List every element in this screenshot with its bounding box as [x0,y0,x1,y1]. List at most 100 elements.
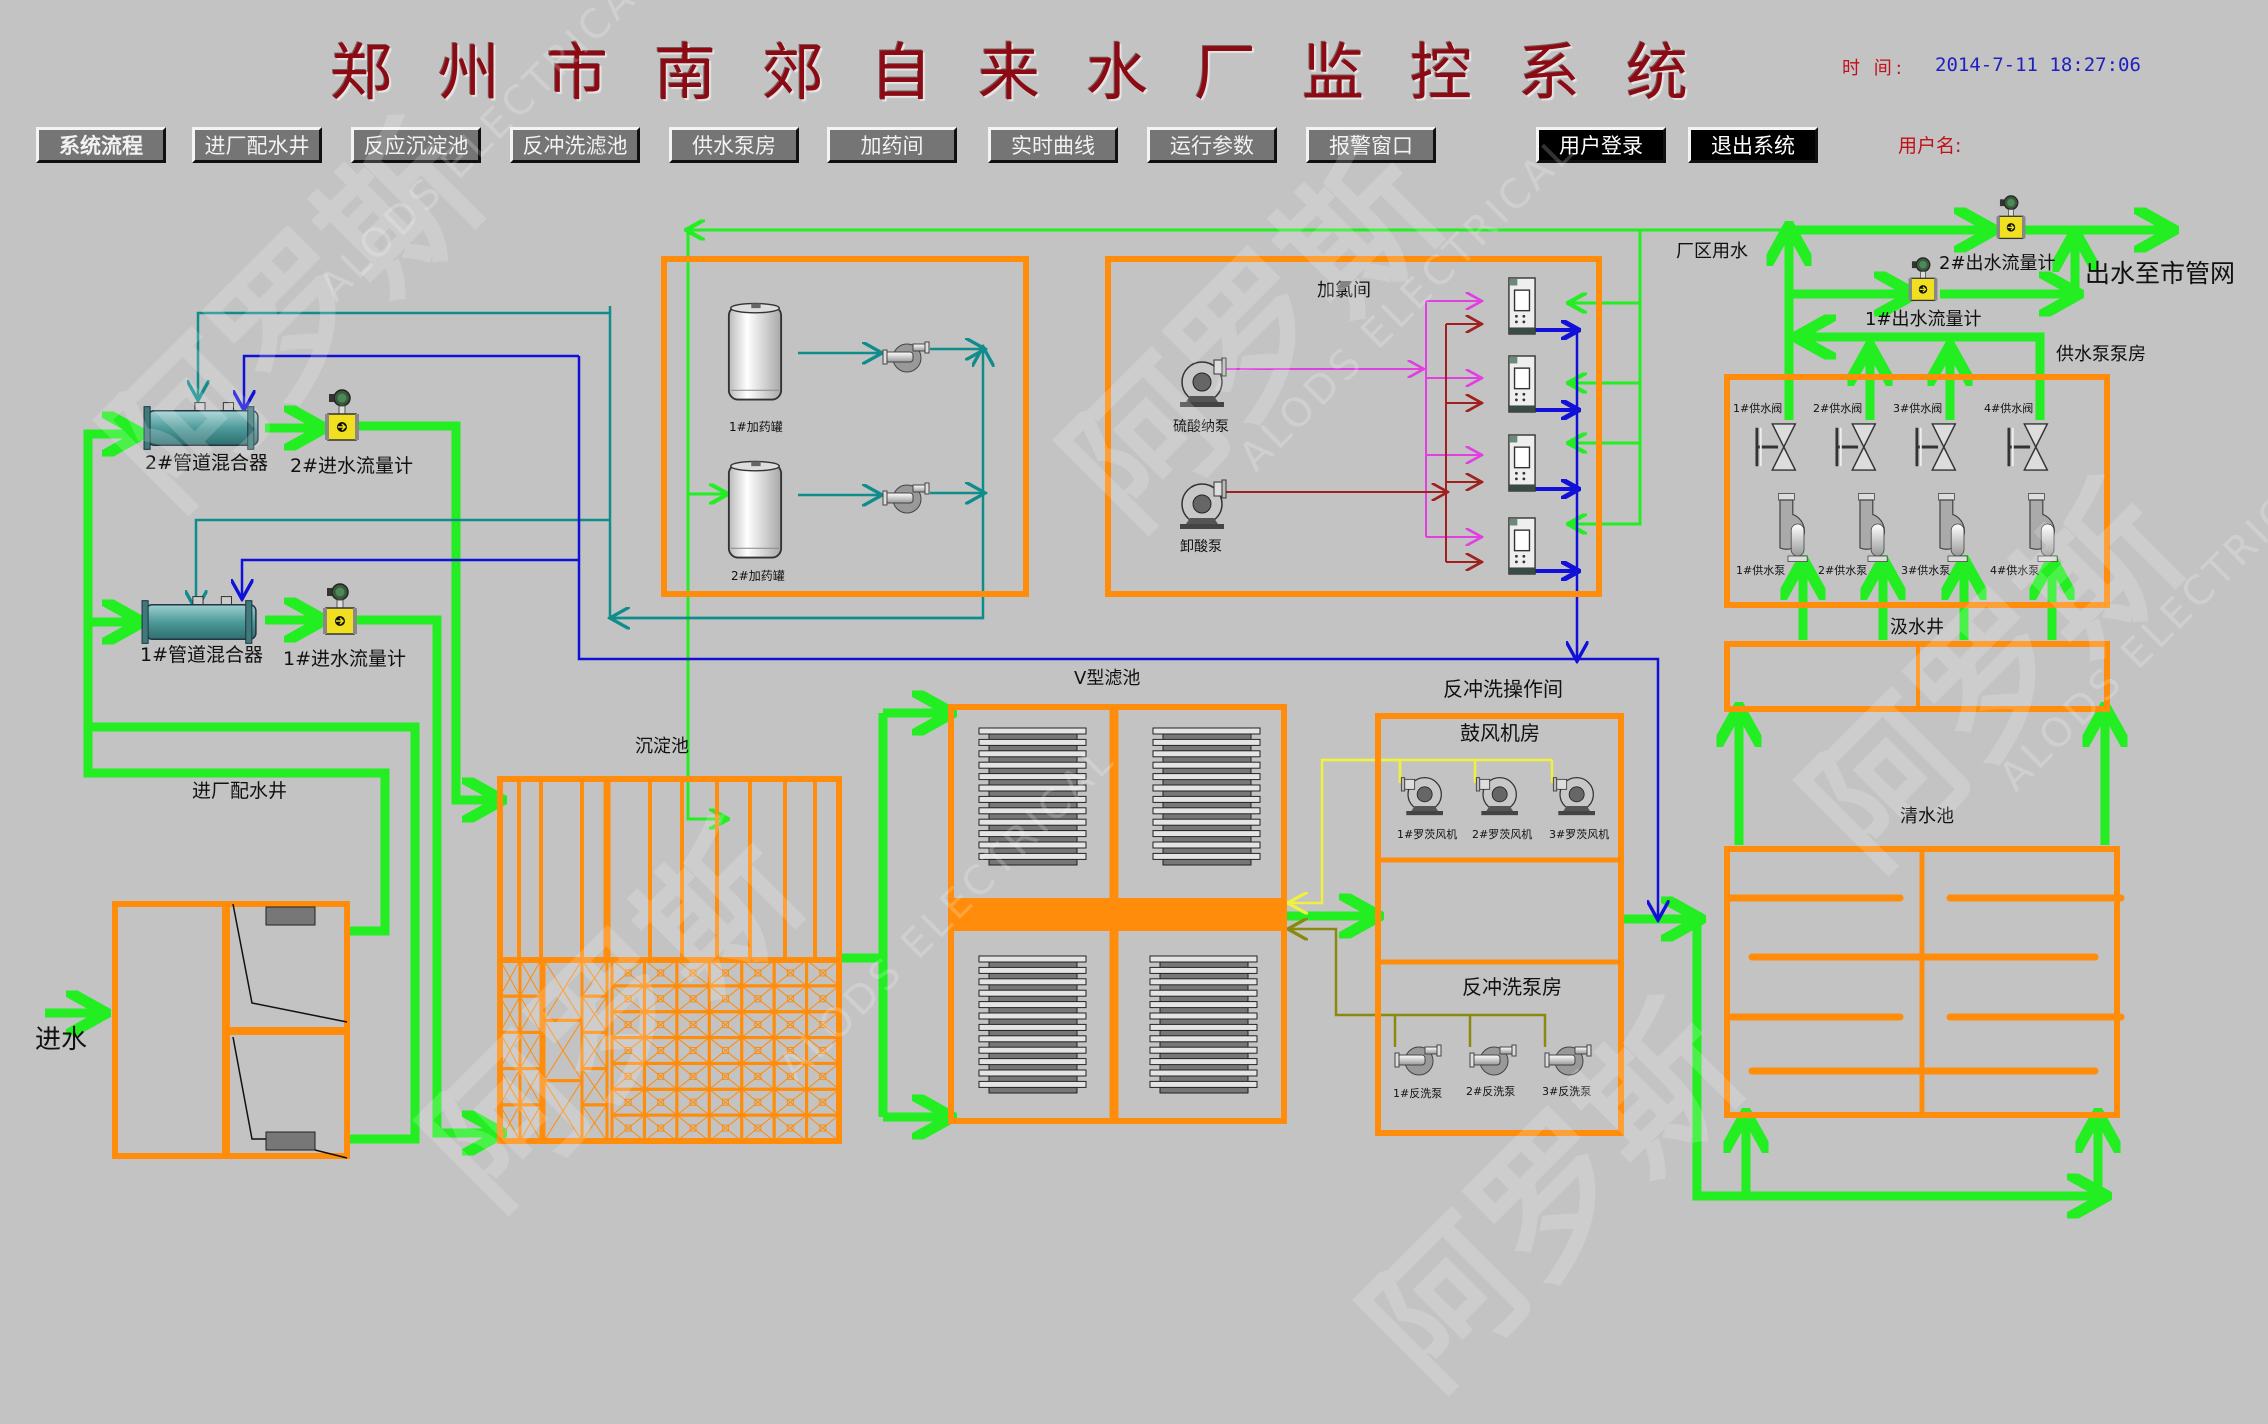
backwash-pump-room-label: 反冲洗泵房 [1462,975,1562,999]
plant-water-pipes [688,230,1789,819]
flowmeter-out-2-label: 2#出水流量计 [1939,253,2056,274]
nav-realtime-curve-button[interactable]: 实时曲线 [988,127,1118,163]
sedimentation-cell-node [786,1021,794,1029]
mixer-1-label: 1#管道混合器 [140,644,263,666]
basins [112,256,2120,1159]
backwash-building-label: 反冲洗操作间 [1443,677,1563,701]
supply-valve-1-icon[interactable] [1755,422,1797,472]
backwash-pump-1-label: 1#反洗泵 [1393,1087,1442,1100]
nav-backwash-filter-button[interactable]: 反冲洗滤池 [510,127,640,163]
backwash-pump-1-icon[interactable] [1394,1044,1442,1076]
sedimentation-cell-node [722,969,729,977]
sedimentation-cell-cross [644,985,678,1013]
backwash-pump-3-label: 3#反洗泵 [1542,1085,1591,1098]
sedimentation-cell-cross [676,1088,710,1116]
sedimentation-label: 沉淀池 [635,736,689,757]
sedimentation-cell-node [624,1098,632,1106]
supply-valve-4-label: 4#供水阀 [1984,401,2033,415]
supply-pump-1-label: 1#供水泵 [1736,563,1785,577]
distribution-well-label: 进厂配水井 [192,780,287,802]
clear-water-label: 清水池 [1900,806,1954,827]
supply-pump-4-icon[interactable] [2027,493,2058,563]
sedimentation-cell-cross [773,1088,807,1116]
suction-well-label: 汲水井 [1890,617,1944,638]
sedimentation-cell-cross [773,959,807,987]
sedimentation-cell-node [754,969,762,977]
flowmeter-out-2-icon [1995,195,2027,240]
sedimentation-cell-node [786,1098,794,1106]
backwash-building-outline [1375,713,1624,1136]
login-button[interactable]: 用户登录 [1536,127,1666,163]
nav-intake-well-button[interactable]: 进厂配水井 [192,127,322,163]
filter-media-stack [1149,955,1258,1094]
supply-valve-2-icon[interactable] [1835,422,1877,472]
supply-valve-4-icon[interactable] [2007,422,2049,472]
sedimentation-cell-cross [644,1088,678,1116]
chlorinator-4-icon [1508,517,1536,575]
blower-1-label: 1#罗茨风机 [1397,827,1457,841]
filter-media-stack [978,727,1087,866]
clock-readout: 2014-7-11 18:27:06 [1935,54,2141,76]
supply-pump-3-icon[interactable] [1937,493,1968,563]
supply-valve-3-label: 3#供水阀 [1893,401,1942,415]
sedimentation-cell-node [689,1072,697,1080]
blower-room-label: 鼓风机房 [1460,721,1540,745]
nav-run-params-button[interactable]: 运行参数 [1147,127,1277,163]
sedimentation-cell-cross [499,995,521,1033]
blower-3-icon[interactable] [1552,777,1596,816]
sedimentation-cell-node [754,1047,762,1054]
flowmeter-in-2-label: 2#进水流量计 [290,455,413,477]
sedimentation-cell-cross [708,1037,743,1064]
sedimentation-cell-cross [499,959,521,997]
sedimentation-cell-cross [611,1037,645,1064]
sedimentation-cell-cross [611,985,645,1013]
nav-sedimentation-button[interactable]: 反应沉淀池 [351,127,481,163]
supply-valve-3-icon[interactable] [1915,422,1957,472]
sedimentation-cell-cross [644,1114,678,1142]
sedimentation-cell-cross [773,1063,807,1090]
sedimentation-cell-cross [708,959,743,987]
sedimentation-cell-cross [519,995,542,1033]
sedimentation-cell-cross [543,959,583,1021]
sodium-pump-label: 硫酸纳泵 [1173,419,1229,435]
dosing-pump-1-icon [882,341,930,373]
blower-1-icon[interactable] [1400,777,1444,816]
sedimentation-cell-node [722,1021,729,1029]
nav-dosing-room-button[interactable]: 加药间 [827,127,957,163]
sedimentation-cell-cross [543,1020,583,1081]
mixer-2-label: 2#管道混合器 [145,452,268,474]
sedimentation-cell-cross [644,1063,678,1090]
sedimentation-cell-cross [773,985,807,1013]
sedimentation-cell-cross [806,985,840,1013]
chlorination-room-outline [1105,256,1602,597]
supply-pump-2-icon[interactable] [1857,493,1888,563]
nav-system-flow-button[interactable]: 系统流程 [36,127,166,163]
nav-alarm-window-button[interactable]: 报警窗口 [1306,127,1436,163]
blower-2-icon[interactable] [1475,777,1519,816]
nav-supply-pump-button[interactable]: 供水泵房 [669,127,799,163]
backwash-pump-3-icon[interactable] [1544,1044,1592,1076]
sedimentation-cell-cross [519,1032,542,1069]
sedimentation-cell [805,1113,841,1143]
sedimentation-cell-cross [806,1037,840,1064]
sedimentation-cell-node [819,1072,827,1080]
sedimentation-cell-node [819,1098,827,1106]
chlorinator-outlets [1534,330,1577,571]
supply-pump-1-icon[interactable] [1777,493,1808,563]
sedimentation-cell-node [722,1047,729,1054]
sedimentation-cell-node [624,1021,632,1029]
sedimentation-cell-cross [806,959,840,987]
sedimentation-cell [580,1103,609,1143]
sedimentation-cell-node [657,1072,665,1080]
outlet-label: 出水至市管网 [2085,259,2235,288]
sedimentation-cell-node [754,1072,762,1080]
dosing-tank-2-icon [727,460,783,559]
backwash-pump-2-icon[interactable] [1469,1044,1517,1076]
sedimentation-cell-node [754,1021,762,1029]
sedimentation-cell-cross [806,1114,840,1142]
exit-system-button[interactable]: 退出系统 [1688,127,1818,163]
sedimentation-cell-node [819,1124,827,1132]
sedimentation-cell-node [754,1098,762,1106]
sedimentation-cell-node [786,1124,794,1132]
dosing-tank-1-icon [727,302,783,401]
